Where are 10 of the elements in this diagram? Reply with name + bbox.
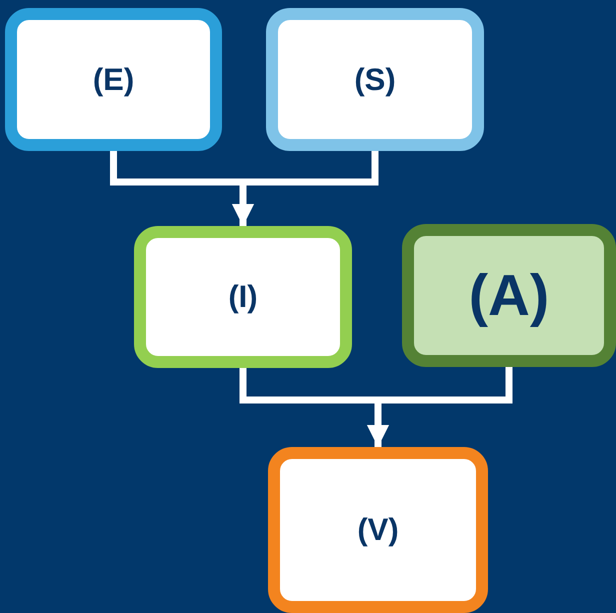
- process-box: [134, 226, 352, 368]
- process-box: [5, 8, 222, 151]
- node-label: (S): [354, 62, 396, 98]
- node-label: (V): [357, 512, 399, 548]
- process-box: [266, 8, 484, 151]
- node-label: (E): [92, 62, 134, 98]
- node-label: (A): [468, 262, 550, 329]
- node-label: (I): [228, 279, 258, 315]
- process-box: [268, 447, 488, 613]
- process-box: [402, 224, 616, 367]
